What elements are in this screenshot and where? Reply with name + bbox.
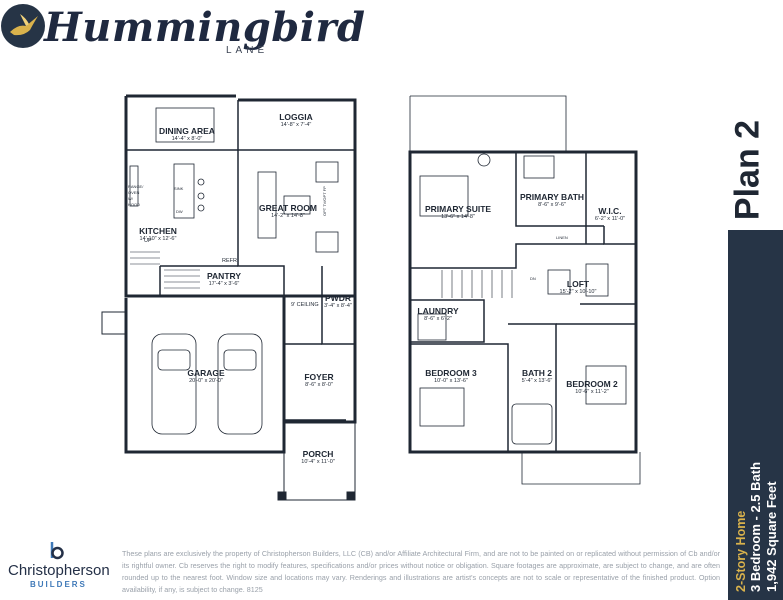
- room-wic: W.I.C.6'-2" x 11'-0": [594, 206, 626, 222]
- upper-stairs: [441, 270, 513, 298]
- garage-cars: [151, 333, 263, 435]
- builder-sub: BUILDERS: [30, 580, 87, 589]
- note-refr: REFR: [222, 258, 237, 264]
- builder-name: Christopherson: [8, 562, 110, 579]
- note-up: UP: [144, 238, 152, 244]
- second-floor-walls: [408, 150, 638, 454]
- note-range: RANGE/ OVEN W/ HOOD: [128, 184, 144, 207]
- builder-b-icon: [50, 542, 64, 560]
- second-floor-partitions: [410, 152, 636, 452]
- great-room-furniture: [257, 161, 339, 253]
- community-sub: LANE: [226, 45, 269, 56]
- porch-outline: [101, 311, 356, 501]
- note-sink: SINK: [174, 186, 184, 191]
- stairs: [130, 251, 200, 289]
- first-floor-partitions: [126, 100, 355, 421]
- plan-info-band: 2-Story Home 3 Bedroom - 2.5 Bath 1,942 …: [728, 230, 783, 600]
- first-floor-walls: [124, 94, 357, 454]
- second-floor-furniture: [417, 153, 627, 445]
- roof-lines: [409, 95, 641, 485]
- disclaimer-text: These plans are exclusively the property…: [122, 549, 720, 594]
- note-dw: DW: [176, 209, 183, 214]
- community-name: Hummingbird: [44, 4, 366, 51]
- note-dn: DN: [530, 276, 536, 281]
- kitchen-island: [129, 107, 215, 219]
- note-linen: LINEN: [556, 235, 568, 240]
- note-tv: OPT TV/OPT FP: [322, 186, 327, 216]
- note-ceiling: 9' CEILING: [291, 302, 319, 308]
- hummingbird-icon: [1, 4, 45, 48]
